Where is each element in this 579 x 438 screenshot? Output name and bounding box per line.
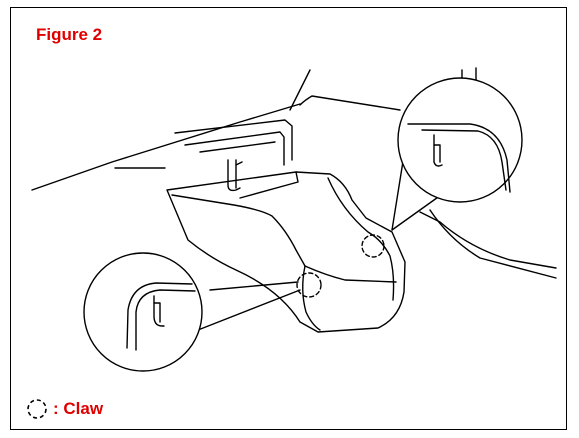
dashed-circle-icon [27, 399, 47, 419]
rear-bracket [174, 119, 293, 192]
claw-marker-left [296, 272, 322, 298]
figure-title-text: Figure 2 [36, 25, 103, 44]
figure-title: Figure 2 [36, 25, 102, 45]
legend-label: : Claw [53, 399, 104, 418]
cover-body [166, 171, 406, 333]
legend: : Claw [26, 398, 103, 420]
figure-frame [10, 7, 567, 430]
claw-markers [296, 234, 385, 298]
claw-marker-right [361, 234, 385, 258]
magnifier-right [391, 77, 523, 231]
machine-frame-lines [31, 67, 557, 279]
magnifier-left [83, 252, 301, 372]
